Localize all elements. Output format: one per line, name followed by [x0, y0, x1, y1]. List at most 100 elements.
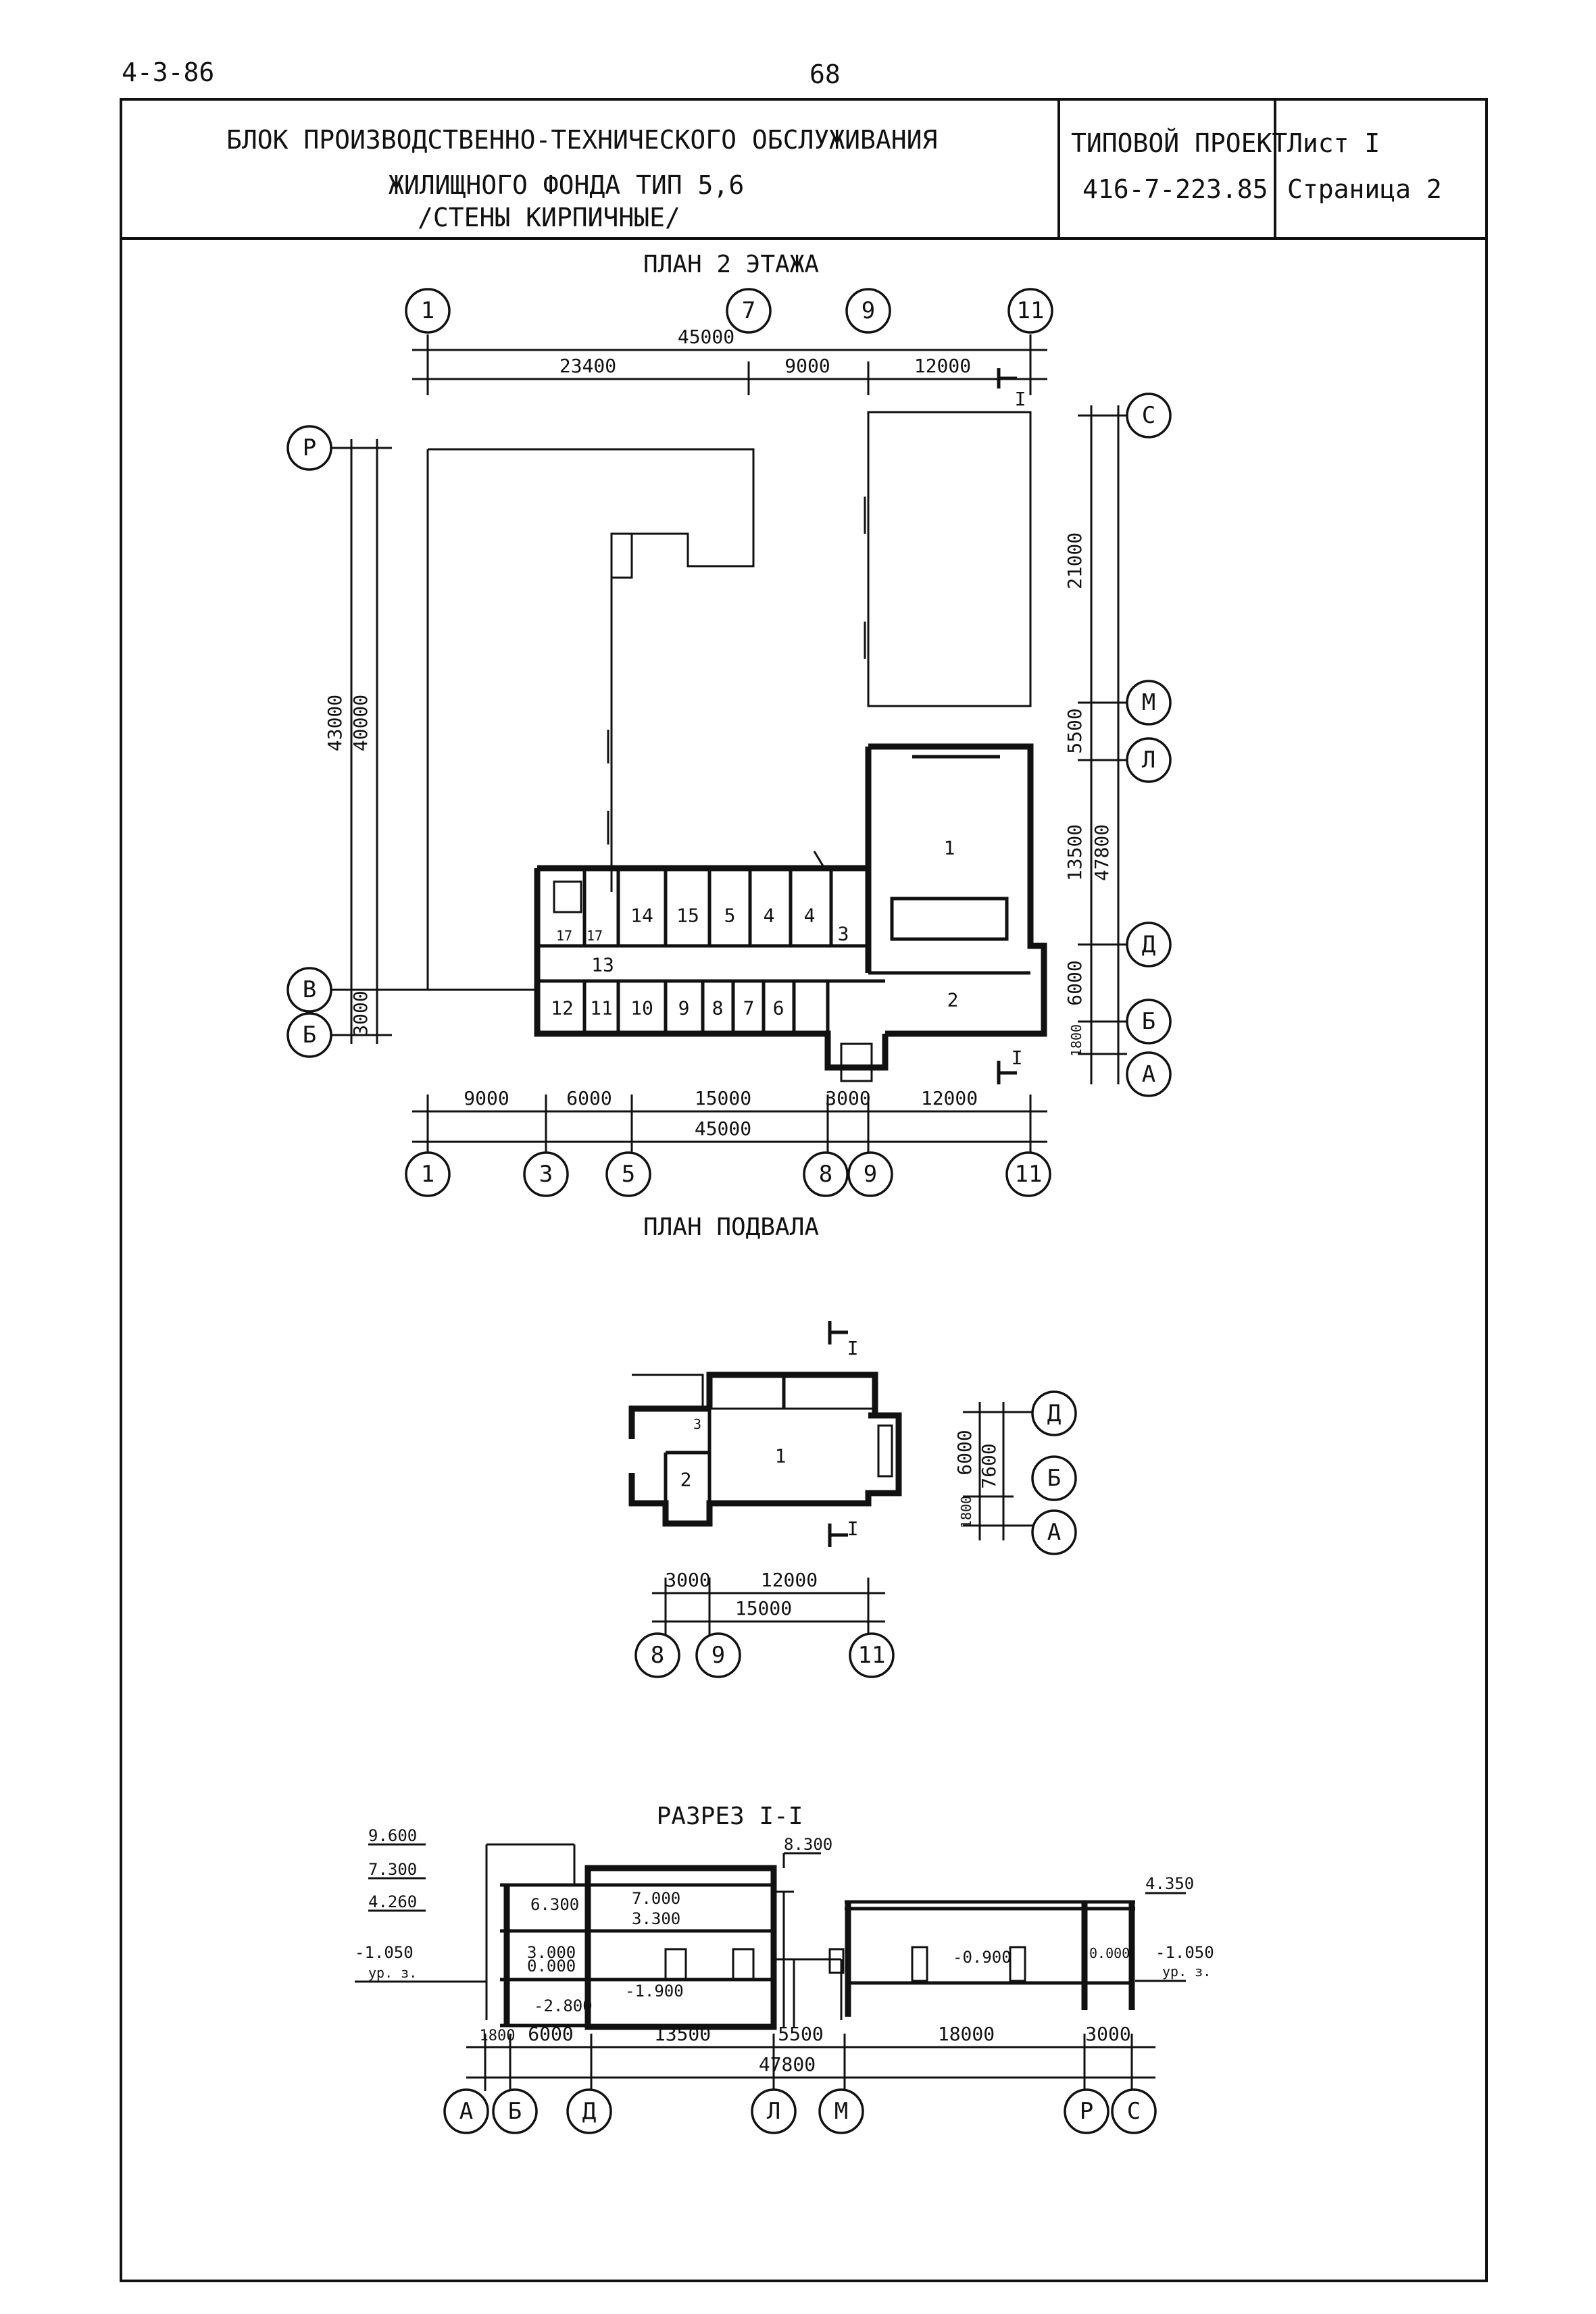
- section-level-right-2: -1.050: [1155, 1943, 1214, 1962]
- basement-axis-right-b-label: Б: [1047, 1465, 1061, 1492]
- section-level-right-1: 4.350: [1145, 1874, 1194, 1893]
- basement-dims-bottom: 3000 12000 15000: [652, 1569, 885, 1635]
- basement-section-mark-top-label: I: [847, 1337, 859, 1359]
- plan2-axis-left-b-label: Б: [303, 1022, 316, 1049]
- section-dim-4: 18000: [938, 2023, 995, 2045]
- plan2-title: ПЛАН 2 ЭТАЖА: [643, 251, 819, 278]
- plan2-axis-right-m-label: М: [1142, 689, 1155, 716]
- plan2-section-mark-bottom: I: [997, 1047, 1022, 1084]
- plan2-axis-bottom-11: 11: [1005, 1151, 1051, 1197]
- plan2-axis-bottom-5-label: 5: [622, 1161, 635, 1188]
- section-level-inner-4: 0.000: [527, 1957, 576, 1976]
- section-dim-2: 13500: [654, 2023, 711, 2045]
- plan2-axis-top-7: 7: [726, 288, 772, 334]
- plan2-dim-left-0: 43000: [324, 695, 346, 751]
- plan2-axis-top-1: 1: [405, 288, 451, 334]
- basement-axis-bottom-11-label: 11: [858, 1642, 886, 1669]
- plan2-axis-left-r-label: Р: [303, 434, 316, 461]
- plan2-dim-right-3: 6000: [1064, 960, 1086, 1005]
- section-level-inner-2: 3.300: [632, 1909, 680, 1928]
- plan2-dim-bottom-0: 9000: [464, 1087, 509, 1109]
- plan2-axis-bottom-3: 3: [523, 1151, 569, 1197]
- plan2-axis-left-v-label: В: [303, 976, 316, 1003]
- plan2-axis-right-d-label: Д: [1142, 931, 1155, 958]
- basement-room-1: 1: [775, 1445, 787, 1467]
- plan2-dim-bottom-1: 6000: [566, 1087, 612, 1109]
- basement-dim-right-1: 7600: [978, 1443, 1000, 1488]
- title-block: [120, 98, 1488, 240]
- plan2-room-2: 2: [947, 989, 959, 1011]
- section-level-right-3: ур. з.: [1162, 1963, 1211, 1980]
- plan2-axis-bottom-1: 1: [405, 1151, 451, 1197]
- plan2-axis-right-a-label: А: [1142, 1061, 1155, 1088]
- plan2-dim-right-0: 21000: [1064, 532, 1086, 589]
- section-axis-m-label: М: [834, 2098, 848, 2125]
- title-name-line2: ЖИЛИЩНОГО ФОНДА ТИП 5,6: [389, 170, 745, 200]
- plan2-axis-bottom-8: 8: [803, 1151, 849, 1197]
- basement-axis-right-a: А: [1031, 1509, 1077, 1555]
- title-divider-2: [1274, 98, 1276, 240]
- plan2-dim-right-2: 13500: [1064, 824, 1086, 881]
- plan2-room-4b: 4: [764, 905, 775, 927]
- plan2-axis-left-v: В: [286, 967, 332, 1013]
- plan2-room-4a: 4: [804, 905, 816, 927]
- plan2-axis-right-b: Б: [1126, 999, 1172, 1045]
- plan2-axis-top-11: 11: [1007, 288, 1053, 334]
- plan2-axis-bottom-9: 9: [847, 1151, 893, 1197]
- plan2-rooms: 1 2 3 4 4 5 15 14 17 17 13 12 11 10 9 8 …: [551, 837, 958, 1020]
- section-building-right: -0.900 0.000: [828, 1900, 1135, 2020]
- section-dim-0: 1800: [480, 2028, 516, 2044]
- plan2-axis-right-l: Л: [1126, 737, 1172, 783]
- section-level-inner-1: 7.000: [632, 1889, 680, 1908]
- plan2-room-1: 1: [944, 837, 955, 859]
- title-name-line3: /СТЕНЫ КИРПИЧНЫЕ/: [418, 203, 680, 232]
- basement-walls: [628, 1372, 902, 1527]
- plan2-walls: [534, 743, 1047, 1082]
- plan2-section-mark-top-label: I: [1015, 388, 1026, 410]
- plan2-room-17a: 17: [556, 928, 572, 944]
- plan2-room-5: 5: [724, 905, 736, 927]
- plan2-room-6: 6: [773, 997, 784, 1020]
- basement-room-3: 3: [693, 1416, 701, 1432]
- section-level-inner-7: -0.900: [953, 1948, 1012, 1967]
- basement-title: ПЛАН ПОДВАЛА: [643, 1213, 819, 1241]
- plan2-axis-bottom-3-label: 3: [539, 1161, 553, 1188]
- plan2-axis-top-7-label: 7: [742, 297, 755, 324]
- basement-dim-bottom-1: 12000: [761, 1569, 818, 1591]
- plan2-axis-right-m: М: [1126, 680, 1172, 726]
- plan2-axis-top-11-label: 11: [1017, 297, 1045, 324]
- plan2-room-14: 14: [630, 905, 653, 927]
- plan2-axis-bottom-8-label: 8: [819, 1161, 832, 1188]
- page-code: 4-3-86: [122, 57, 215, 87]
- section-title: РАЗРЕЗ I-I: [657, 1803, 803, 1830]
- drawing-frame: [120, 98, 1488, 2282]
- plan2-axis-right-l-label: Л: [1142, 747, 1155, 774]
- plan2-dim-bottom-3: 3000: [825, 1087, 870, 1109]
- section-dim-total: 47800: [759, 2053, 816, 2076]
- title-page: Страница 2: [1287, 174, 1442, 204]
- basement-rooms: 1 2 3: [680, 1416, 787, 1491]
- section-levels-left: 9.600 7.300 4.260 -1.050 ур. з.: [355, 1826, 487, 1983]
- basement-dim-right-0: 6000: [953, 1430, 976, 1475]
- section-building-left: 6.300 3.000 0.000 -2.800 7.000 3.300 -1.…: [485, 1843, 841, 2030]
- basement-axis-bottom-9: 9: [695, 1632, 741, 1678]
- section-level-inner-6: -1.900: [625, 1982, 684, 2001]
- section-level-inner-0: 6.300: [530, 1895, 579, 1914]
- plan2-section-mark-top: I: [997, 368, 1026, 410]
- plan2-dim-left-2: 3000: [349, 990, 372, 1036]
- plan2-dim-left-1: 40000: [349, 695, 372, 751]
- section-axis-d-label: Д: [582, 2098, 596, 2125]
- basement-axis-right-d-label: Д: [1047, 1400, 1061, 1427]
- title-project-label: ТИПОВОЙ ПРОЕКТ: [1071, 128, 1288, 158]
- section-axis-b: Б: [492, 2088, 538, 2134]
- title-sheet: Лист I: [1287, 128, 1380, 158]
- basement-dims-right: 6000 7600 1800: [953, 1402, 1034, 1540]
- plan2-axis-right-b-label: Б: [1142, 1008, 1155, 1035]
- section-level-left-2: 4.260: [368, 1892, 417, 1911]
- plan2-dims-top: 45000 23400 9000 12000: [412, 326, 1047, 395]
- plan2-dim-bottom-total: 45000: [695, 1117, 751, 1140]
- title-project-number: 416-7-223.85: [1082, 174, 1268, 204]
- plan2-room-7: 7: [743, 997, 755, 1020]
- plan2-outline-roofs: [426, 411, 1032, 991]
